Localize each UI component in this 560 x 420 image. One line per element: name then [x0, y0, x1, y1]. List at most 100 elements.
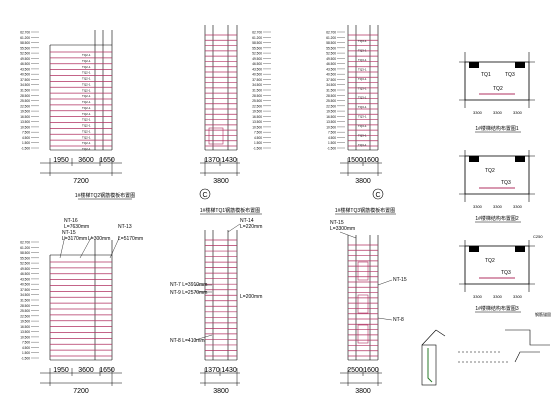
elevation-b-dim-2: 1430	[221, 157, 237, 164]
plan-3-tag-a: TQ2	[485, 258, 495, 264]
elevation-a-level: 61.200	[20, 36, 30, 40]
elevation-a-level: 10.500	[20, 125, 30, 129]
elevation-d-level: 58.500	[20, 251, 30, 255]
elevation-a-level: 1.500	[22, 141, 30, 145]
elevation-a-level: -1.500	[21, 147, 30, 151]
elevation-d-level: 4.500	[22, 346, 30, 350]
plan-3: TQ2 TQ3 C250 3300 3300 3300 1#楼梯结构布置图3	[459, 234, 543, 313]
elevation-a-level: 7.500	[22, 131, 30, 135]
elevation-c-axis-bubble	[372, 188, 384, 200]
elevation-d-leaders	[59, 235, 121, 259]
elevation-a-level: 22.500	[20, 104, 30, 108]
elevation-c-floor-lines	[348, 34, 378, 147]
plan-3-dim-1: 3300	[473, 294, 483, 299]
elevation-d-dim-1: 1950	[53, 367, 69, 374]
elevation-d-l2: L=3170mm	[62, 236, 87, 242]
elevation-a-member-tags: TQ2-1TQ2-1TQ2-1TQ2-1TQ2-1TQ2-1TQ2-1TQ2-1…	[82, 53, 91, 151]
elevation-b-level: 40.500	[252, 73, 262, 77]
elevation-a-tag: TQ2-1	[82, 71, 91, 75]
elevation-d-level: 7.500	[22, 341, 30, 345]
plan-3-dim-2: 3300	[493, 294, 503, 299]
elevation-a-tag: TQ2-1	[82, 65, 91, 69]
elevation-d-nt16: NT-16	[64, 218, 78, 224]
elevation-b: 62.70061.20058.50055.50052.50049.50046.5…	[199, 25, 271, 215]
elevation-a: 62.70061.20058.50055.50052.50049.50046.5…	[20, 30, 135, 200]
elevation-a-level: 58.500	[20, 41, 30, 45]
elevation-a-tag: TQ2-1	[82, 135, 91, 139]
plan-2-dim-2: 3300	[493, 204, 503, 209]
elevation-d-level: 25.500	[20, 309, 30, 313]
elevation-c-level: 28.500	[326, 94, 336, 98]
elevation-a-dim-2: 3600	[78, 157, 94, 164]
elevation-c-member-tags: TQ3-1TQ3-1TQ3-1TQ3-1TQ3-1TQ3-1TQ3-1TQ3-1…	[358, 39, 367, 147]
elevation-d-level: 55.500	[20, 256, 30, 260]
elevation-c-level: 49.500	[326, 57, 336, 61]
plan-1-column-a	[469, 62, 479, 68]
elevation-a-level: 16.500	[20, 115, 30, 119]
elevation-d-level: 46.500	[20, 272, 30, 276]
elevation-b-level: 62.700	[252, 31, 262, 35]
elevation-d-dim-3: 1650	[99, 367, 115, 374]
elevation-b-level: 31.500	[252, 89, 262, 93]
elevation-c-tag: TQ3-1	[358, 48, 367, 52]
plan-3-walls	[459, 240, 535, 292]
elevation-e-dim-total: 3800	[213, 388, 229, 395]
elevation-f-frame	[347, 235, 379, 361]
plan-3-title: 1#楼梯结构布置图3	[475, 305, 519, 312]
elevation-c-level: 19.500	[326, 110, 336, 114]
elevation-d-level: 10.500	[20, 335, 30, 339]
elevation-e-dim-1: 1370	[204, 367, 220, 374]
elevation-d-l1: L=7630mm	[64, 224, 89, 230]
elevation-b-level: 49.500	[252, 57, 262, 61]
elevation-f-dimensions	[340, 368, 382, 386]
elevation-d-dim-total: 7200	[73, 388, 89, 395]
elevation-a-level: 19.500	[20, 110, 30, 114]
elevation-b-level: 22.500	[252, 104, 262, 108]
elevation-b-level: 46.500	[252, 62, 262, 66]
elevation-a-tag: TQ2-1	[82, 106, 91, 110]
plan-1-dim-2: 3300	[493, 110, 503, 115]
elevation-d-nt15: NT-15	[62, 230, 76, 236]
plan-2-dim-3: 3300	[513, 204, 523, 209]
plan-1-dim-3: 3300	[513, 110, 523, 115]
elevation-c-tag: TQ3-1	[358, 134, 367, 138]
plan-2-column-b	[515, 156, 525, 162]
elevation-c: 62.70061.20058.50055.50052.50049.50046.5…	[326, 25, 396, 215]
elevation-c-tag: TQ3-1	[358, 67, 367, 71]
elevation-a-level: 37.500	[20, 78, 30, 82]
elevation-a-level: 55.500	[20, 46, 30, 50]
elevation-c-tag: TQ3-1	[358, 39, 367, 43]
elevation-a-tag: TQ2-1	[82, 82, 91, 86]
elevation-b-dimensions	[200, 158, 240, 176]
elevation-d-level: 37.500	[20, 288, 30, 292]
elevation-c-level: 62.700	[326, 31, 336, 35]
elevation-d-dimensions	[40, 368, 122, 386]
elevation-c-level: 52.500	[326, 52, 336, 56]
elevation-a-tag: TQ2-1	[82, 118, 91, 122]
elevation-c-level: 55.500	[326, 46, 336, 50]
elevation-c-level: 1.500	[328, 141, 336, 145]
elevation-b-level: -1.500	[253, 147, 262, 151]
elevation-a-level: 43.500	[20, 67, 30, 71]
elevation-f-floor-lines	[348, 244, 378, 357]
elevation-d-l4: L=300mm	[88, 236, 110, 242]
elevation-c-dim-1: 1500	[347, 157, 363, 164]
elevation-b-axis-bubble	[199, 188, 211, 200]
elevation-e-dim-2: 1430	[221, 367, 237, 374]
elevation-c-tag: TQ3-1	[358, 96, 367, 100]
elevation-d-dim-2: 3600	[78, 367, 94, 374]
elevation-a-frame	[49, 30, 113, 151]
elevation-e-dimensions	[200, 368, 240, 386]
elevation-d-level-labels: 62.70061.20058.50055.50052.50049.50046.5…	[20, 241, 39, 361]
detail-label: 钢筋锚固	[535, 311, 551, 317]
elevation-a-dim-1: 1950	[53, 157, 69, 164]
elevation-b-level: 19.500	[252, 110, 262, 114]
elevation-c-level: -1.500	[327, 147, 336, 151]
elevation-c-level: 13.500	[326, 120, 336, 124]
elevation-a-tag: TQ2-1	[82, 77, 91, 81]
elevation-b-level: 34.500	[252, 83, 262, 87]
elevation-b-level: 7.500	[254, 131, 262, 135]
elevation-d-level: -1.500	[21, 357, 30, 361]
plan-2-tag-a: TQ2	[485, 168, 495, 174]
